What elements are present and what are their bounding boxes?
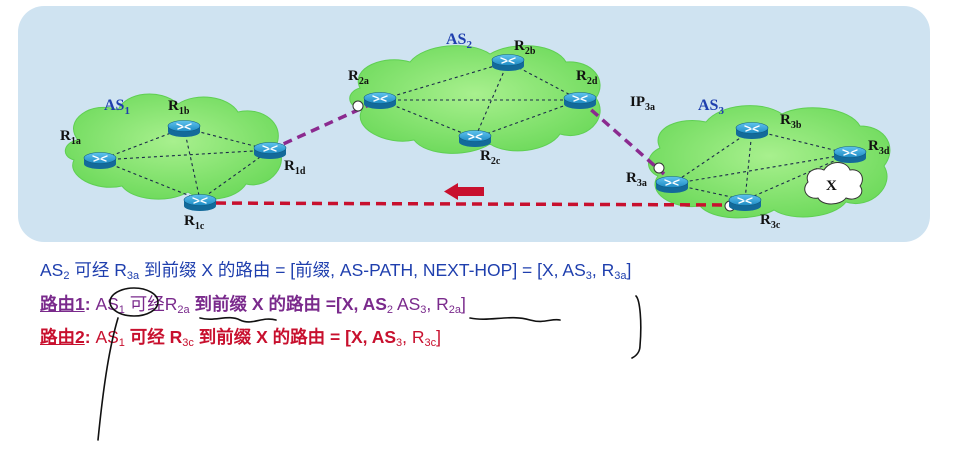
router-r2b-icon: [491, 53, 525, 72]
router-r1d-label: R1d: [284, 158, 306, 177]
router-r3c-label: R3c: [760, 212, 781, 231]
ebgp-link-r1d-r2a: [269, 98, 381, 152]
router-r2d-label: R2d: [576, 68, 598, 87]
router-r2d-icon: [563, 91, 597, 110]
ip-3a-label: IP3a: [630, 94, 655, 113]
as3-mesh: [671, 129, 851, 201]
prefix-x-label: X: [826, 178, 837, 194]
router-r2a-icon: [363, 91, 397, 110]
router-r2c-icon: [458, 129, 492, 148]
router-r1a-icon: [83, 151, 117, 170]
router-r3d-label: R3d: [868, 138, 890, 157]
router-r1b-label: R1b: [168, 98, 190, 117]
router-r3d-icon: [833, 145, 867, 164]
router-r2c-label: R2c: [480, 148, 501, 167]
ebgp-link-r3c-r1c: [199, 201, 739, 207]
route-advertisement-line: AS2 可经 R3a 到前缀 X 的路由 = [前缀, AS-PATH, NEX…: [40, 260, 632, 282]
prefix-x-cloud: X: [804, 162, 863, 205]
as2-cloud: [349, 45, 601, 154]
route-2-line: 路由2: AS1 可经 R3c 到前缀 X 的路由 = [X, AS3, R3c…: [40, 327, 442, 349]
as1-cloud: [64, 93, 282, 200]
as2-label: AS2: [446, 31, 472, 51]
advertisement-arrow-icon: [444, 183, 484, 200]
router-r1d-icon: [253, 141, 287, 160]
router-r1b-icon: [167, 119, 201, 138]
router-r3b-label: R3b: [780, 112, 802, 131]
interface-r2a-icon: [352, 100, 364, 112]
ebgp-link-r2d-r3a: [578, 98, 666, 176]
router-r1c-label: R1c: [184, 213, 205, 232]
router-r1c-icon: [183, 193, 217, 212]
as1-label: AS1: [104, 97, 130, 117]
router-r2b-label: R2b: [514, 38, 536, 57]
router-r1a-label: R1a: [60, 128, 81, 147]
router-r3a-label: R3a: [626, 170, 647, 189]
router-r2a-label: R2a: [348, 68, 369, 87]
interface-r3a-icon: [653, 162, 665, 174]
router-r3b-icon: [735, 121, 769, 140]
route-2-label: 路由2: [40, 327, 85, 347]
as3-label: AS3: [698, 97, 724, 117]
router-r3a-icon: [655, 175, 689, 194]
route-1-line: 路由1: AS1 可经R2a 到前缀 X 的路由 =[X, AS2 AS3, R…: [40, 294, 466, 316]
route-1-label: 路由1: [40, 294, 85, 314]
router-r3c-icon: [728, 193, 762, 212]
